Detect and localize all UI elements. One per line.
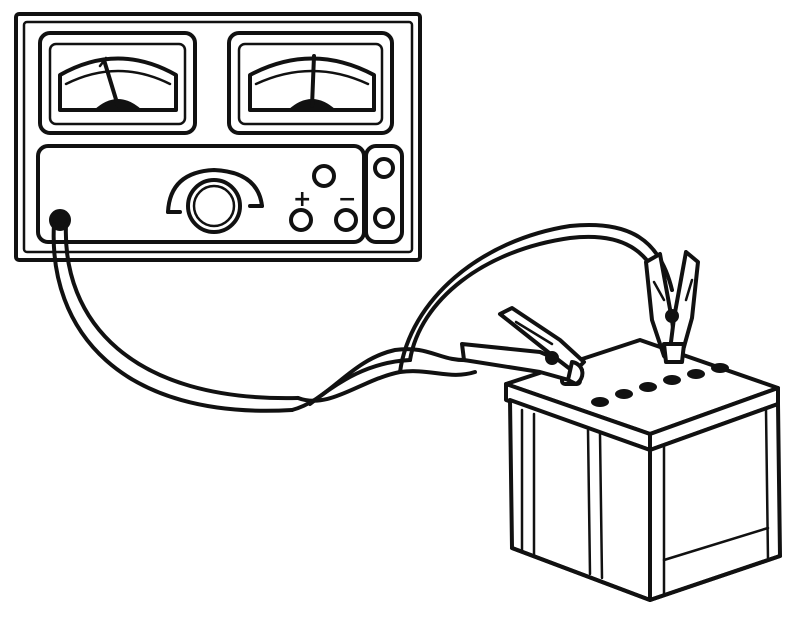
adjust-knob-icon xyxy=(166,168,264,234)
indicator-light-icon xyxy=(312,164,336,188)
side-switch-top-icon xyxy=(373,157,395,179)
battery-base xyxy=(510,546,782,602)
battery-icon xyxy=(504,338,782,602)
charger-unit: + − xyxy=(14,12,422,262)
charger-case xyxy=(14,12,422,262)
rear-clamp-icon xyxy=(644,250,700,364)
main-cable-inner xyxy=(63,222,300,401)
left-gauge-icon xyxy=(38,31,197,135)
battery-cell-caps xyxy=(591,363,729,407)
cable-to-rear-clamp-outer xyxy=(398,223,674,374)
right-gauge-icon xyxy=(227,31,394,135)
negative-symbol: − xyxy=(338,187,356,212)
front-clamp-icon xyxy=(460,306,586,386)
cable-bundle xyxy=(51,222,674,413)
twist-strand-b xyxy=(296,369,477,403)
positive-symbol: + xyxy=(293,187,311,212)
side-switch-bottom-icon xyxy=(373,207,395,229)
negative-terminal-icon: − xyxy=(334,187,358,232)
control-panel: + − xyxy=(36,144,366,244)
cable-to-rear-clamp-inner xyxy=(408,234,664,362)
main-cable-outer xyxy=(51,222,294,413)
positive-terminal-icon: + xyxy=(289,187,313,232)
twist-strand-c xyxy=(308,358,412,406)
charger-case-bevel xyxy=(22,20,414,254)
side-switch-panel xyxy=(364,144,404,244)
